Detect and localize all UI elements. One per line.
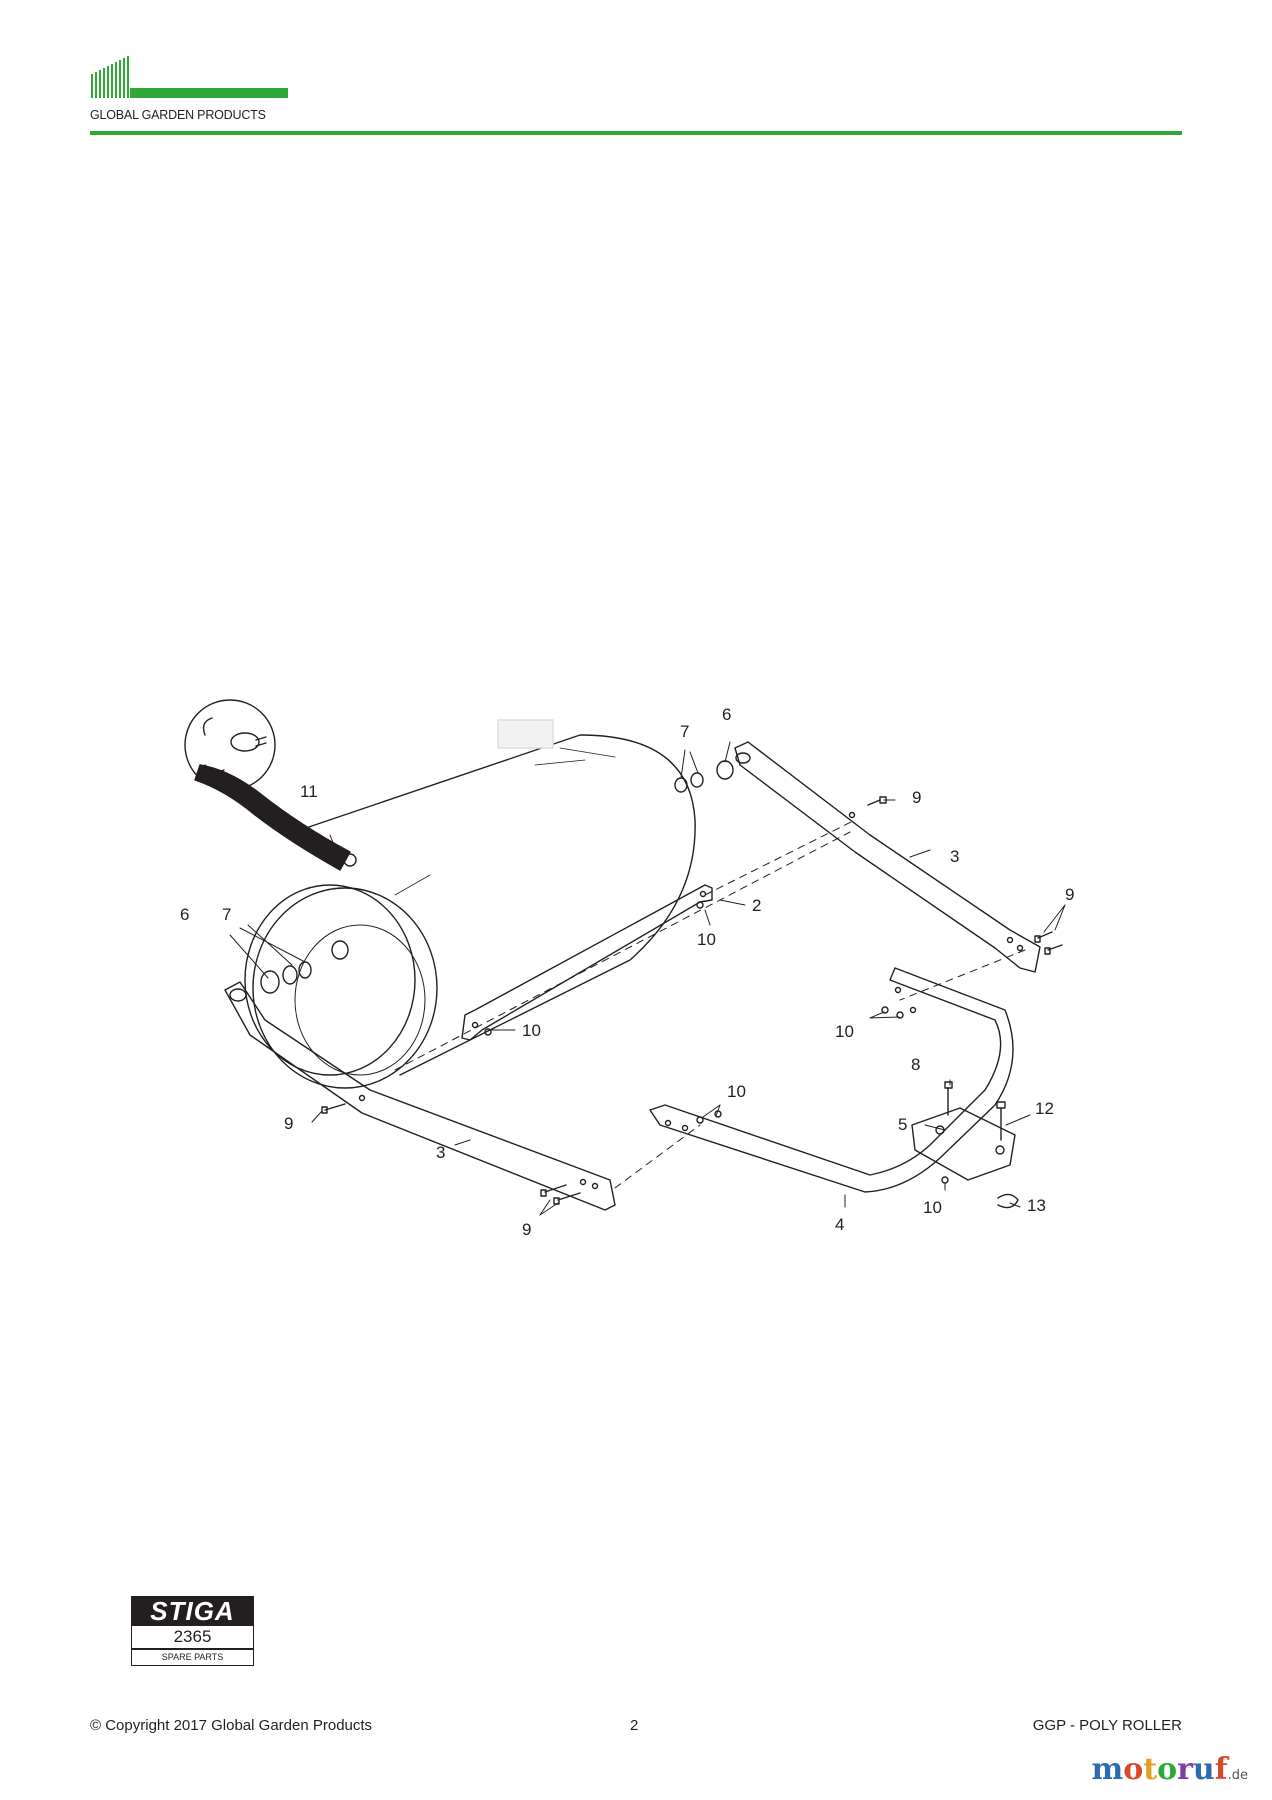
stiga-logo: STIGA bbox=[131, 1596, 254, 1626]
callout-7-right: 7 bbox=[680, 722, 689, 741]
footer-page-number: 2 bbox=[630, 1717, 639, 1734]
callout-6-right: 6 bbox=[722, 705, 731, 724]
callout-4: 4 bbox=[835, 1215, 844, 1234]
stiga-label: SPARE PARTS bbox=[131, 1649, 254, 1666]
footer-copyright: © Copyright 2017 Global Garden Products bbox=[90, 1717, 373, 1734]
callout-5: 5 bbox=[898, 1115, 907, 1134]
callout-7-left: 7 bbox=[222, 905, 231, 924]
callout-12: 12 bbox=[1035, 1099, 1054, 1118]
callout-9-bottom: 9 bbox=[522, 1220, 531, 1239]
header-rule bbox=[90, 131, 1182, 135]
callout-9-top: 9 bbox=[912, 788, 921, 807]
callout-2: 2 bbox=[752, 896, 761, 915]
footer-document-title: GGP - POLY ROLLER bbox=[1032, 1717, 1182, 1734]
right-axle bbox=[674, 760, 734, 793]
r-clip bbox=[997, 1193, 1019, 1209]
callout-13: 13 bbox=[1027, 1196, 1046, 1215]
callout-9-right: 9 bbox=[1065, 885, 1074, 904]
callout-10-center: 10 bbox=[697, 930, 716, 949]
stiga-code: 2365 bbox=[131, 1626, 254, 1649]
callout-6-left: 6 bbox=[180, 905, 189, 924]
valve-detail-magnifier bbox=[184, 699, 357, 871]
stiga-spare-parts-badge: STIGA 2365 SPARE PARTS bbox=[131, 1596, 254, 1666]
motoruf-watermark: motoruf.de bbox=[1091, 1752, 1248, 1787]
callout-3-right: 3 bbox=[950, 847, 959, 866]
callout-11: 11 bbox=[300, 782, 318, 801]
watermark-suffix: .de bbox=[1227, 1768, 1248, 1783]
right-side-arm bbox=[734, 741, 1041, 973]
callout-8: 8 bbox=[911, 1055, 920, 1074]
roller-drum bbox=[244, 719, 696, 1089]
callout-3-left: 3 bbox=[436, 1143, 445, 1162]
left-side-arm bbox=[224, 981, 616, 1211]
left-axle bbox=[260, 940, 349, 994]
callout-10-right-frame: 10 bbox=[835, 1022, 854, 1041]
global-garden-products-logo bbox=[91, 56, 288, 98]
callout-9-left: 9 bbox=[284, 1114, 293, 1133]
callout-10-handle: 10 bbox=[727, 1082, 746, 1101]
callout-10-bottom: 10 bbox=[923, 1198, 942, 1217]
callout-10-bracket: 10 bbox=[522, 1021, 541, 1040]
cross-bar bbox=[461, 884, 713, 1041]
handle-frame bbox=[649, 967, 1016, 1193]
brand-name: GLOBAL GARDEN PRODUCTS bbox=[90, 108, 266, 122]
nuts bbox=[484, 901, 949, 1184]
